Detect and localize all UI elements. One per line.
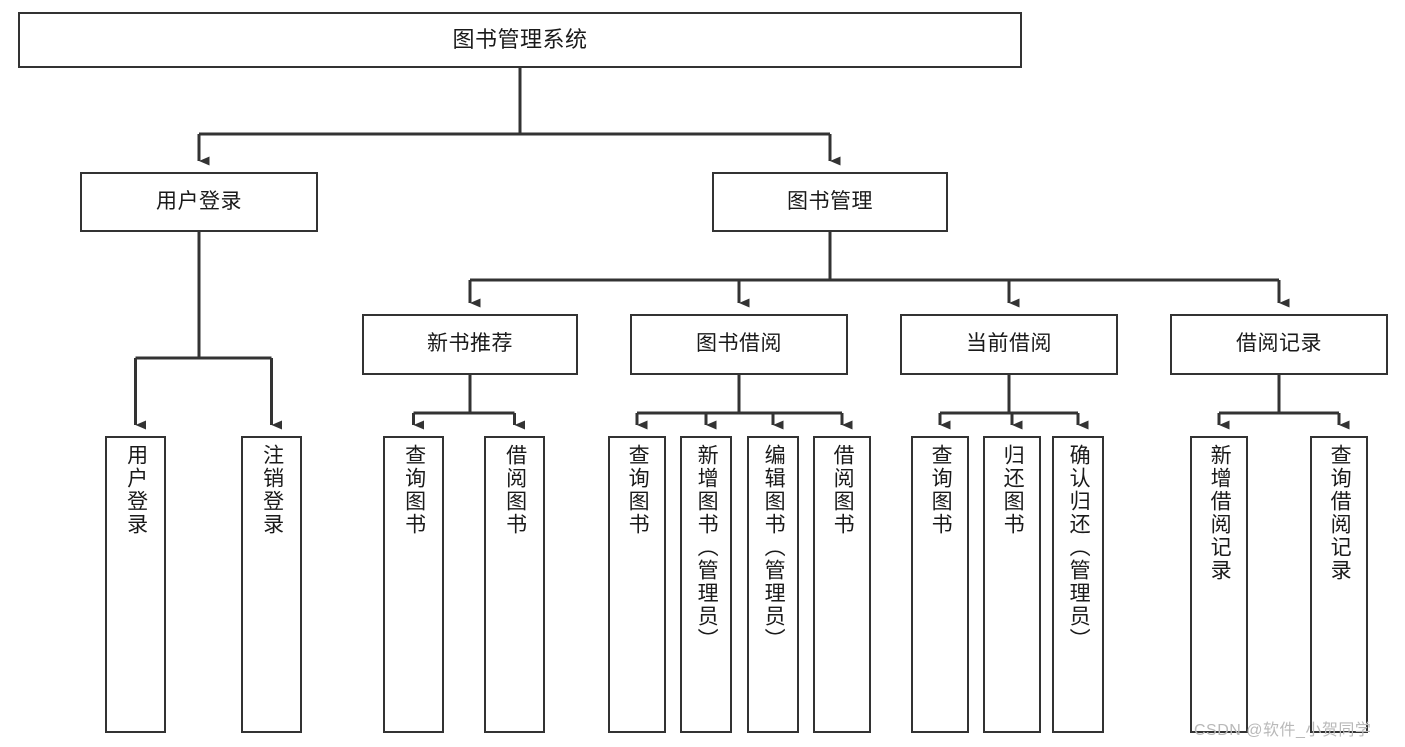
node-root[interactable]: 图书管理系统: [18, 12, 1022, 68]
node-leaf-query-book-current-label: 查询图书: [929, 444, 953, 536]
csdn-watermark: CSDN @软件_小贺同学: [1194, 722, 1372, 739]
node-leaf-user-login-label: 用户登录: [124, 444, 148, 536]
node-leaf-confirm-return-admin[interactable]: 确认归还（管理员）: [1052, 436, 1104, 733]
node-leaf-query-book-recommend[interactable]: 查询图书: [383, 436, 444, 733]
node-leaf-borrow-book-recommend-label: 借阅图书: [503, 444, 527, 536]
node-leaf-query-book-borrow-label: 查询图书: [626, 444, 650, 536]
node-leaf-add-book-admin-label: 新增图书（管理员）: [695, 444, 719, 651]
node-leaf-logout-login[interactable]: 注销登录: [241, 436, 302, 733]
node-current-borrow-label: 当前借阅: [966, 332, 1052, 356]
node-leaf-borrow-book[interactable]: 借阅图书: [813, 436, 871, 733]
node-book-borrow[interactable]: 图书借阅: [630, 314, 848, 375]
node-leaf-query-book-recommend-label: 查询图书: [402, 444, 426, 536]
node-book-manage-label: 图书管理: [787, 189, 873, 213]
node-leaf-add-borrow-record[interactable]: 新增借阅记录: [1190, 436, 1248, 733]
node-root-label: 图书管理系统: [452, 27, 588, 53]
node-new-book-recommend-label: 新书推荐: [427, 332, 513, 356]
node-leaf-return-book[interactable]: 归还图书: [983, 436, 1041, 733]
node-leaf-query-book-current[interactable]: 查询图书: [911, 436, 969, 733]
node-leaf-return-book-label: 归还图书: [1001, 444, 1025, 536]
node-borrow-record-label: 借阅记录: [1236, 332, 1322, 356]
node-leaf-query-book-borrow[interactable]: 查询图书: [608, 436, 666, 733]
node-current-borrow[interactable]: 当前借阅: [900, 314, 1118, 375]
node-borrow-record[interactable]: 借阅记录: [1170, 314, 1388, 375]
node-leaf-add-book-admin[interactable]: 新增图书（管理员）: [680, 436, 732, 733]
node-leaf-add-borrow-record-label: 新增借阅记录: [1208, 444, 1232, 582]
node-leaf-query-borrow-record[interactable]: 查询借阅记录: [1310, 436, 1368, 733]
node-leaf-confirm-return-admin-label: 确认归还（管理员）: [1067, 444, 1091, 651]
node-book-manage[interactable]: 图书管理: [712, 172, 948, 232]
node-user-login-label: 用户登录: [156, 189, 242, 213]
node-user-login[interactable]: 用户登录: [80, 172, 318, 232]
node-book-borrow-label: 图书借阅: [696, 332, 782, 356]
node-leaf-borrow-book-label: 借阅图书: [831, 444, 855, 536]
node-leaf-edit-book-admin-label: 编辑图书（管理员）: [762, 444, 786, 651]
node-leaf-borrow-book-recommend[interactable]: 借阅图书: [484, 436, 545, 733]
node-leaf-logout-login-label: 注销登录: [260, 444, 284, 536]
node-leaf-query-borrow-record-label: 查询借阅记录: [1328, 444, 1352, 582]
node-leaf-edit-book-admin[interactable]: 编辑图书（管理员）: [747, 436, 799, 733]
node-new-book-recommend[interactable]: 新书推荐: [362, 314, 578, 375]
node-leaf-user-login[interactable]: 用户登录: [105, 436, 166, 733]
